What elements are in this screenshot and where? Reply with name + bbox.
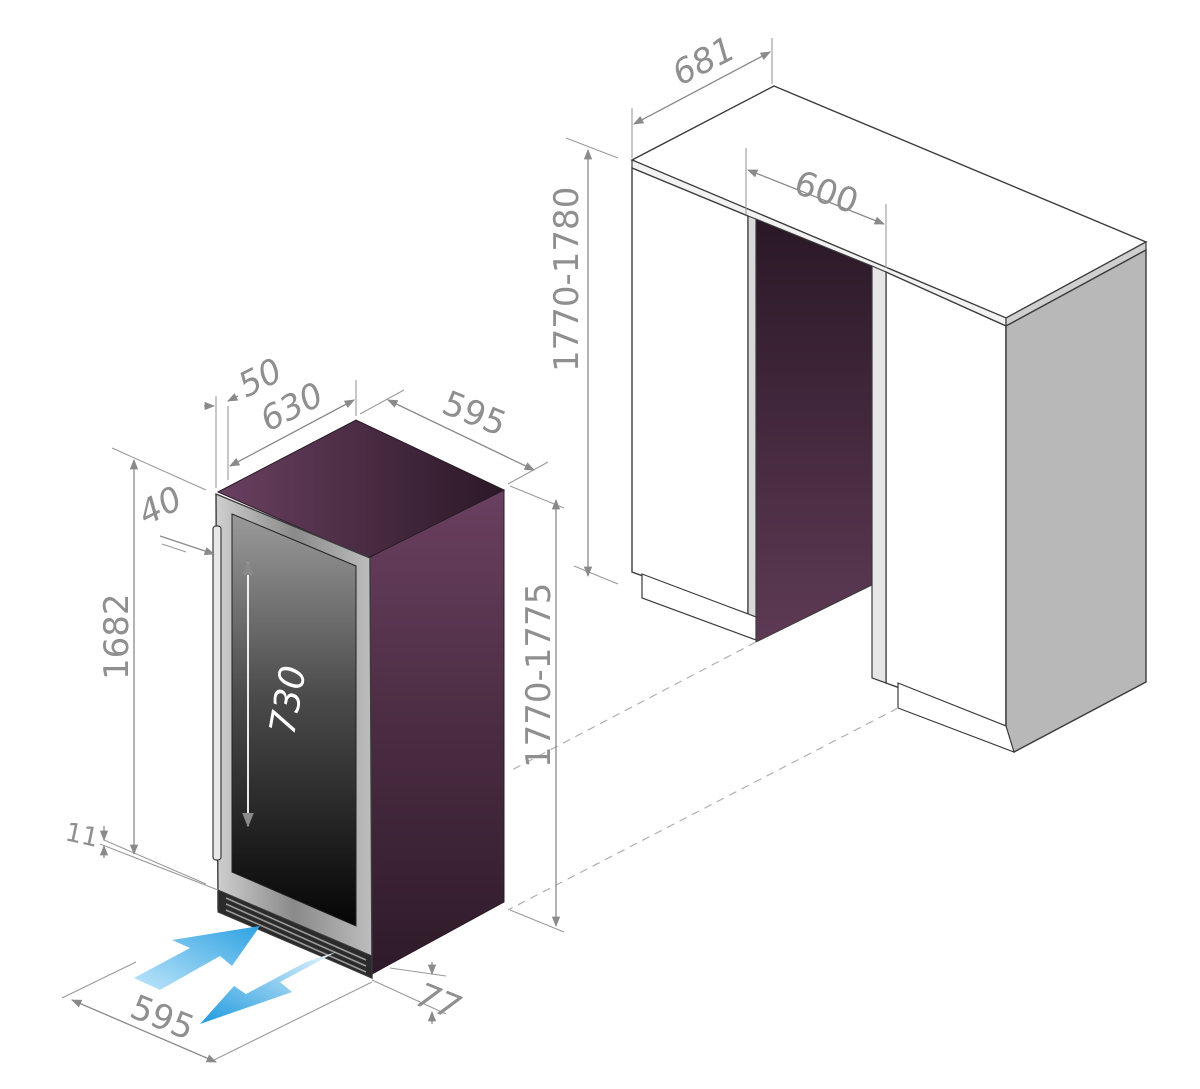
label-niche-height: 1770-1780 bbox=[547, 187, 587, 372]
right-cabinet-plinth bbox=[897, 682, 1015, 753]
vent-slots bbox=[225, 897, 367, 973]
label-base-gap: 11 bbox=[63, 818, 102, 854]
label-unit-width-bottom: 595 bbox=[125, 987, 200, 1048]
dimension-labels: 681 600 1770-1780 50 630 595 40 1682 730… bbox=[63, 29, 864, 1049]
left-cabinet-edge bbox=[747, 215, 757, 618]
airflow-in-arrow bbox=[134, 926, 260, 990]
airflow-arrows bbox=[134, 926, 336, 1024]
left-cabinet-front bbox=[631, 166, 749, 615]
kitchen-furniture bbox=[630, 85, 1148, 753]
right-cabinet-side bbox=[1005, 248, 1147, 753]
label-installed-height: 1770-1775 bbox=[519, 583, 559, 768]
label-plinth-depth: 77 bbox=[411, 975, 466, 1028]
label-top-width: 681 bbox=[666, 29, 742, 94]
guide-lines bbox=[507, 641, 899, 911]
door-glass bbox=[231, 513, 357, 927]
niche-opening bbox=[755, 218, 873, 643]
wine-cooler-unit bbox=[212, 419, 506, 980]
dimension-lines bbox=[61, 38, 887, 1063]
right-cabinet-front bbox=[885, 270, 1007, 727]
door-handle bbox=[212, 525, 222, 861]
airflow-out-arrow bbox=[200, 952, 336, 1024]
unit-side-face bbox=[367, 489, 505, 975]
right-cabinet-inner-edge bbox=[871, 265, 887, 684]
label-unit-width-top: 595 bbox=[437, 383, 512, 444]
label-door-thickness: 40 bbox=[132, 479, 189, 534]
label-unit-height: 1682 bbox=[97, 593, 137, 680]
